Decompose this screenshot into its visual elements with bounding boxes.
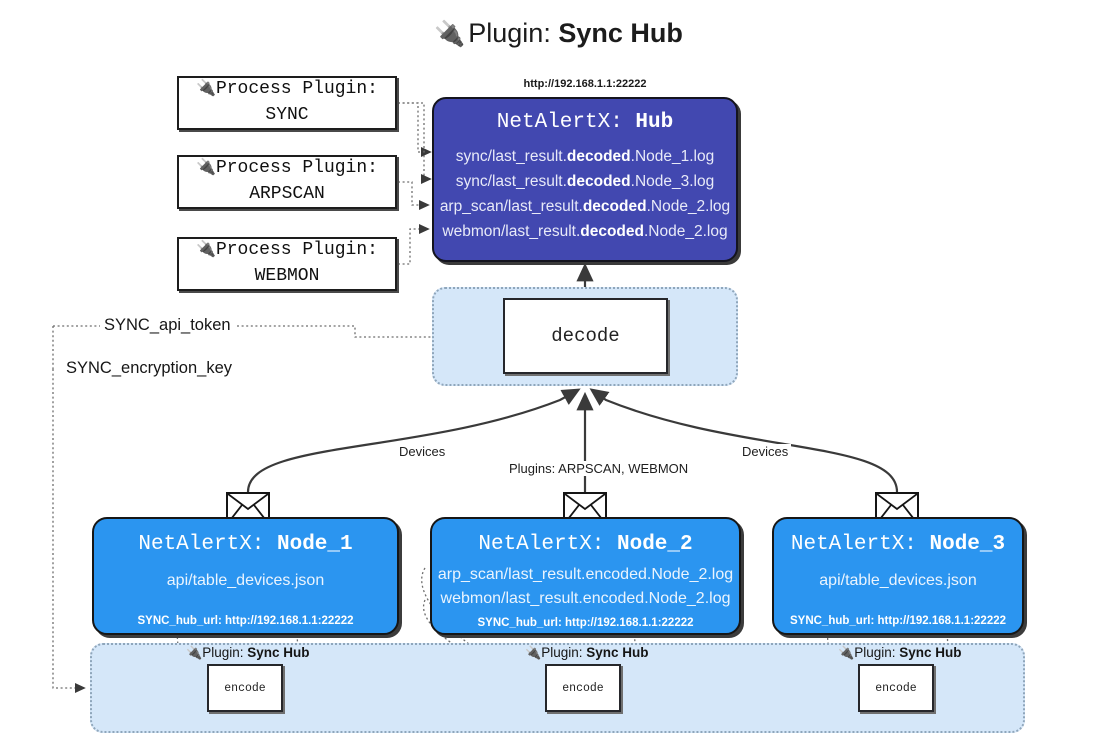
node-box-node-1[interactable]: NetAlertX: Node_1 api/table_devices.json… — [92, 517, 399, 635]
node-title: NetAlertX: Node_2 — [478, 533, 692, 556]
hub-log-row: webmon/last_result.decoded.Node_2.log — [442, 219, 727, 244]
edge-label-plugins-middle: Plugins: ARPSCAN, WEBMON — [506, 461, 692, 476]
node-log: api/table_devices.json — [166, 572, 325, 589]
node-title: NetAlertX: Node_3 — [791, 533, 1005, 556]
encode-box-3[interactable]: encode — [858, 664, 934, 712]
hub-log-post: .Node_3.log — [630, 173, 715, 191]
hub-title: NetAlertX: Hub — [497, 111, 673, 134]
hub-title-prefix: NetAlertX: — [496, 111, 636, 134]
node-hub-url: SYNC_hub_url: http://192.168.1.1:22222 — [789, 615, 1007, 627]
encoder-plugin-name: Sync Hub — [247, 645, 310, 660]
hub-box[interactable]: NetAlertX: Hub sync/last_result.decoded.… — [432, 97, 738, 262]
hub-url-label: http://192.168.1.1:22222 — [523, 78, 647, 90]
node-title-name: Node_2 — [617, 533, 693, 556]
plug-icon: 🔌 — [434, 20, 466, 48]
encode-label: encode — [562, 681, 604, 695]
node-title-prefix: NetAlertX: — [790, 533, 930, 556]
decode-label: decode — [551, 325, 620, 347]
page-title: 🔌Plugin: Sync Hub — [0, 18, 1117, 49]
hub-log-row: arp_scan/last_result.decoded.Node_2.log — [440, 194, 730, 219]
node-box-node-2[interactable]: NetAlertX: Node_2 arp_scan/last_result.e… — [430, 517, 741, 635]
encode-label: encode — [875, 681, 917, 695]
plug-icon: 🔌 — [196, 80, 216, 98]
plug-icon: 🔌 — [838, 645, 855, 660]
edge-label-devices-left: Devices — [396, 444, 449, 459]
hub-log-pre: sync/last_result. — [455, 173, 567, 191]
process-plugin-label: Process Plugin: — [215, 158, 378, 179]
encoder-plugin-prefix: Plugin: — [854, 645, 900, 660]
encode-box-2[interactable]: encode — [545, 664, 621, 712]
page-title-name: Sync Hub — [558, 18, 683, 48]
edge-label-devices-right: Devices — [739, 444, 792, 459]
process-plugin-arpscan[interactable]: 🔌Process Plugin: ARPSCAN — [177, 155, 397, 209]
encoder-plugin-name: Sync Hub — [586, 645, 649, 660]
decode-box[interactable]: decode — [503, 298, 668, 374]
page-title-prefix: Plugin: — [468, 18, 559, 48]
hub-title-name: Hub — [635, 111, 674, 134]
plug-icon: 🔌 — [196, 159, 216, 177]
process-plugin-line1: 🔌Process Plugin: — [196, 238, 378, 264]
encode-label: encode — [224, 681, 266, 695]
node-title-name: Node_3 — [929, 533, 1006, 556]
sync-api-token-label: SYNC_api_token — [100, 316, 235, 335]
node-hub-url: SYNC_hub_url: http://192.168.1.1:22222 — [477, 617, 694, 629]
hub-log-mid: decoded — [566, 148, 631, 165]
node-log: arp_scan/last_result.encoded.Node_2.log — [437, 566, 734, 583]
hub-log-pre: arp_scan/last_result. — [439, 198, 583, 216]
process-plugin-webmon[interactable]: 🔌Process Plugin: WEBMON — [177, 237, 397, 291]
node-log: webmon/last_result.encoded.Node_2.log — [440, 590, 731, 607]
hub-log-pre: sync/last_result. — [455, 148, 567, 165]
hub-log-post: .Node_2.log — [643, 223, 728, 241]
encoder-plugin-label: 🔌Plugin: Sync Hub — [525, 645, 648, 661]
process-plugin-name: ARPSCAN — [249, 184, 325, 204]
node-title-prefix: NetAlertX: — [138, 533, 277, 556]
process-plugin-line1: 🔌Process Plugin: — [196, 156, 378, 182]
process-plugin-label: Process Plugin: — [215, 79, 378, 100]
hub-log-post: .Node_1.log — [630, 148, 715, 165]
node-title: NetAlertX: Node_1 — [138, 533, 352, 556]
encoder-plugin-label: 🔌Plugin: Sync Hub — [838, 645, 961, 661]
plug-icon: 🔌 — [525, 645, 542, 660]
process-plugin-name: SYNC — [265, 105, 309, 125]
hub-log-row: sync/last_result.decoded.Node_1.log — [456, 144, 714, 169]
node-log: api/table_devices.json — [819, 572, 977, 589]
hub-log-pre: webmon/last_result. — [442, 223, 581, 241]
hub-log-mid: decoded — [566, 173, 631, 191]
hub-log-mid: decoded — [580, 223, 644, 241]
process-plugin-line1: 🔌Process Plugin: — [196, 77, 378, 103]
sync-encryption-key-label: SYNC_encryption_key — [62, 359, 236, 378]
plug-icon: 🔌 — [186, 645, 203, 660]
encoder-plugin-name: Sync Hub — [899, 645, 962, 660]
node-hub-url: SYNC_hub_url: http://192.168.1.1:22222 — [137, 615, 354, 627]
node-box-node-3[interactable]: NetAlertX: Node_3 api/table_devices.json… — [772, 517, 1024, 635]
node-title-name: Node_1 — [277, 533, 353, 556]
encoder-plugin-label: 🔌Plugin: Sync Hub — [186, 645, 309, 661]
encoder-plugin-prefix: Plugin: — [541, 645, 587, 660]
plug-icon: 🔌 — [196, 241, 216, 259]
process-plugin-name: WEBMON — [254, 266, 320, 286]
process-plugin-sync[interactable]: 🔌Process Plugin: SYNC — [177, 76, 397, 130]
hub-log-row: sync/last_result.decoded.Node_3.log — [456, 169, 714, 194]
hub-log-mid: decoded — [582, 198, 647, 216]
node-title-prefix: NetAlertX: — [478, 533, 617, 556]
hub-log-post: .Node_2.log — [646, 198, 731, 216]
encoder-plugin-prefix: Plugin: — [202, 645, 248, 660]
encode-box-1[interactable]: encode — [207, 664, 283, 712]
process-plugin-label: Process Plugin: — [215, 240, 378, 261]
